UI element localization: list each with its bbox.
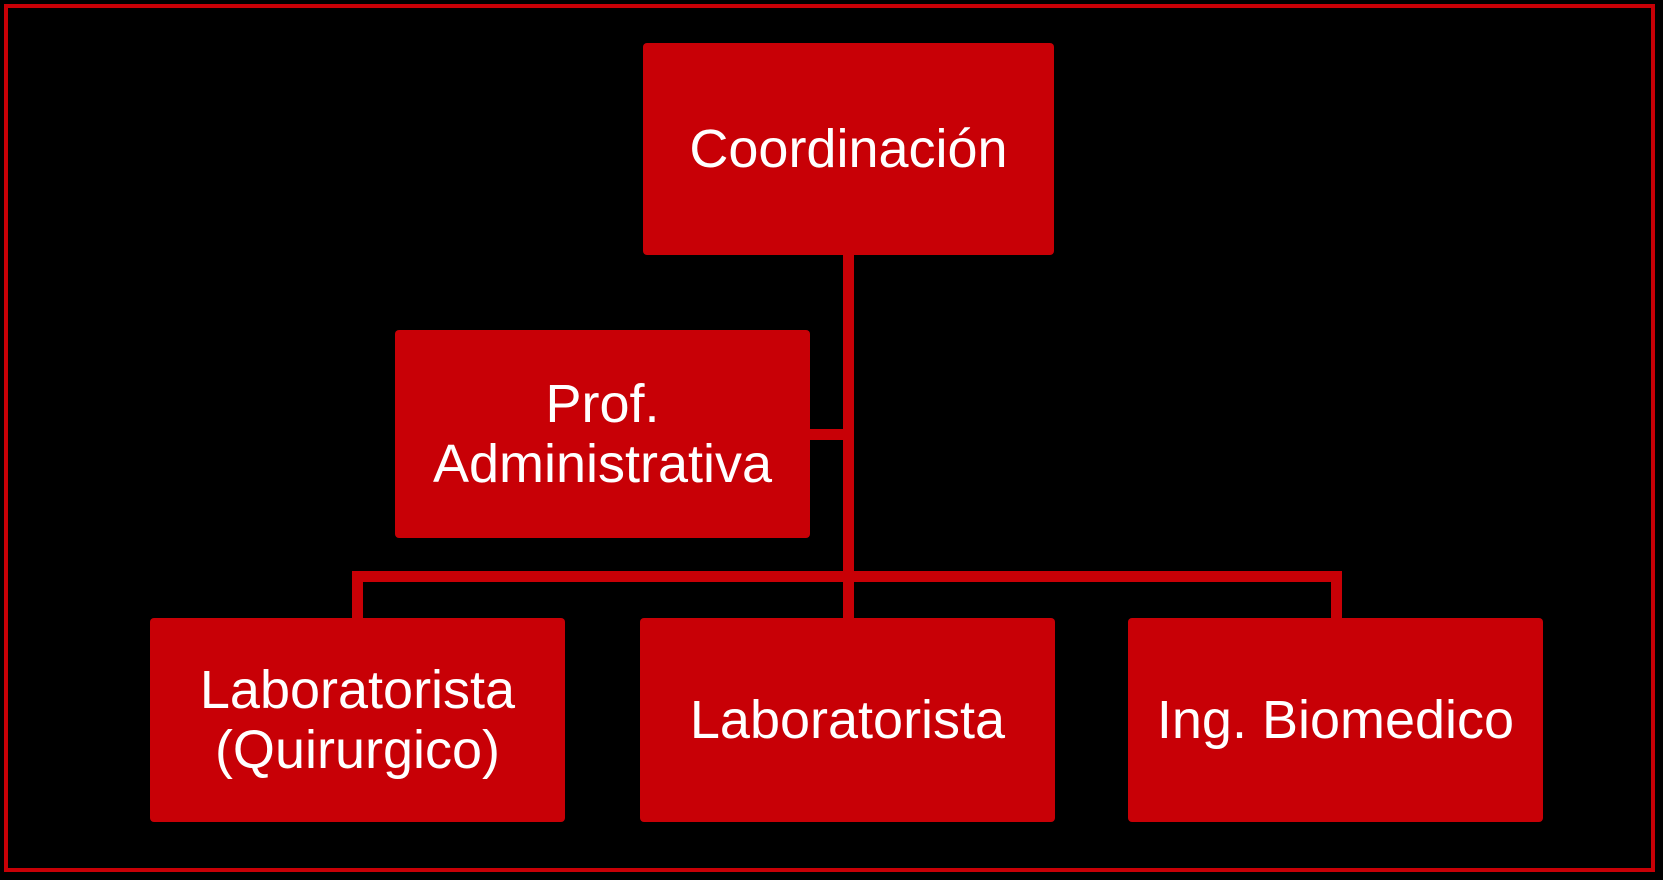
connector-drop-left <box>352 571 363 620</box>
node-ing-biomedico-label: Ing. Biomedico <box>1156 689 1515 750</box>
connector-horizontal-bus <box>352 571 1342 582</box>
node-coordinacion-label: Coordinación <box>689 118 1008 179</box>
node-laboratorista-quirurgico-label: Laboratorista (Quirurgico) <box>199 659 516 780</box>
node-prof-administrativa[interactable]: Prof. Administrativa <box>395 330 810 538</box>
node-coordinacion[interactable]: Coordinación <box>643 43 1054 255</box>
connector-drop-right <box>1331 571 1342 620</box>
node-laboratorista[interactable]: Laboratorista <box>640 618 1055 822</box>
connector-prof-administrativa-stub <box>806 429 848 440</box>
node-laboratorista-quirurgico[interactable]: Laboratorista (Quirurgico) <box>150 618 565 822</box>
node-ing-biomedico[interactable]: Ing. Biomedico <box>1128 618 1543 822</box>
node-laboratorista-label: Laboratorista <box>689 689 1006 750</box>
node-prof-administrativa-label: Prof. Administrativa <box>432 373 773 494</box>
connector-trunk-vertical <box>843 253 854 620</box>
